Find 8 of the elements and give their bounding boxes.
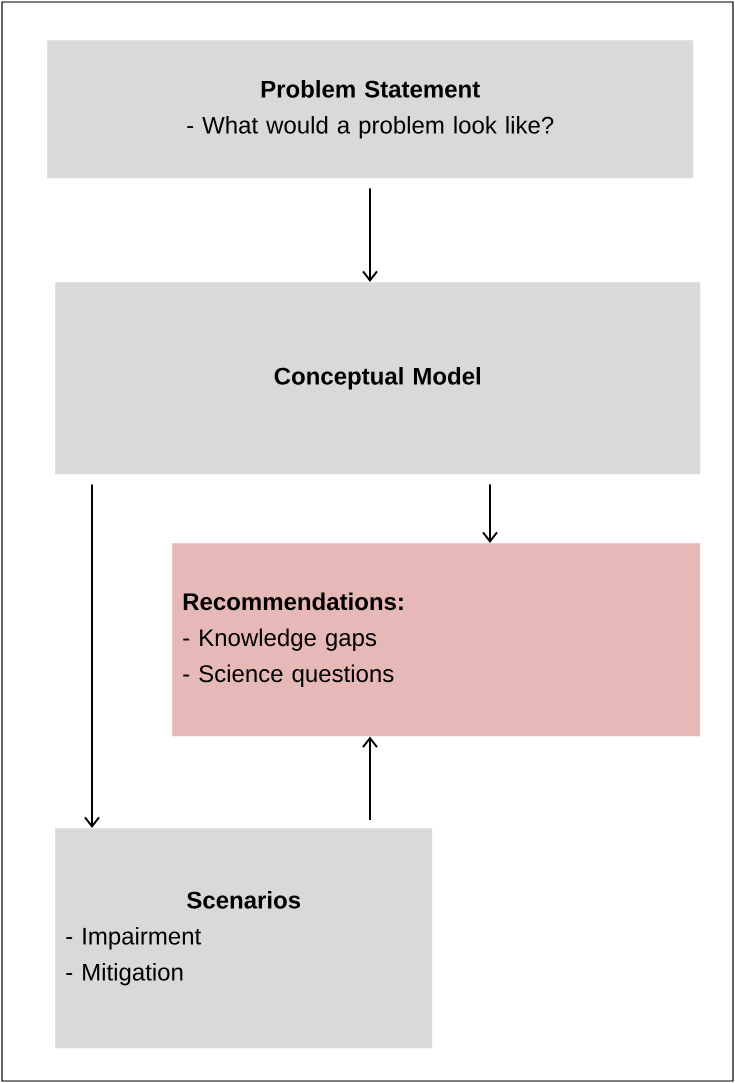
- arrow: [362, 736, 378, 821]
- process-box: Problem Statement - What would a problem look like?: [47, 40, 694, 179]
- process-box: Conceptual Model: [55, 282, 701, 475]
- scenario-box: Scenarios - Impairment - Mitigation: [55, 828, 433, 1049]
- arrow: [84, 483, 100, 828]
- recommendation-box: Recommendations: - Knowledge gaps - Science questions: [172, 543, 701, 737]
- arrow: [362, 187, 378, 282]
- arrow: [482, 483, 498, 543]
